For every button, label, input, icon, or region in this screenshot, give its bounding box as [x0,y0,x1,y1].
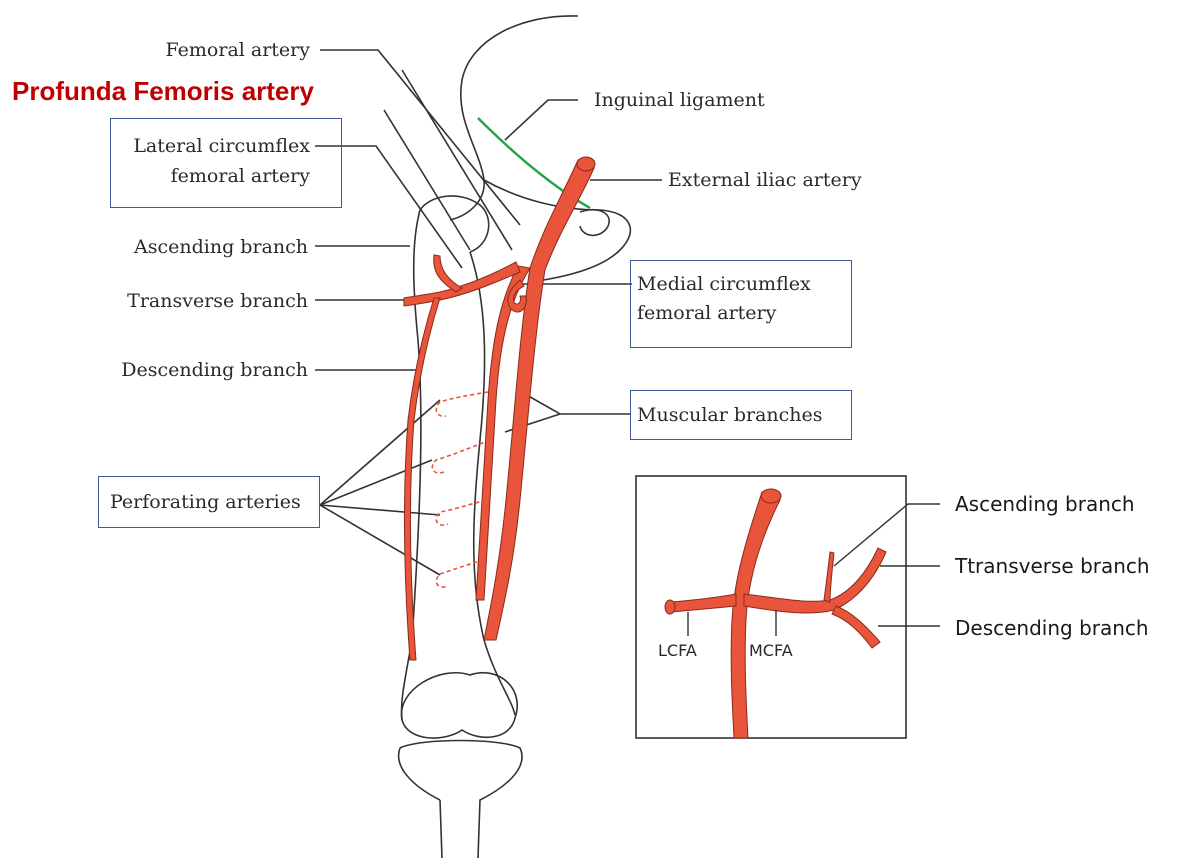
label-ascending-branch: Ascending branch [100,236,308,258]
descending-branch-vessel [404,298,440,660]
pelvis-outline [450,16,578,220]
perforating-loop-2 [432,440,490,473]
label-external-iliac-artery: External iliac artery [668,169,862,191]
label-femoral-artery: Femoral artery [130,39,310,61]
perforating-loop-3 [436,500,486,525]
label-lateral-circumflex-line2: femoral artery [110,165,310,187]
label-inguinal-ligament: Inguinal ligament [594,89,765,111]
femoral-sheath-line-2 [402,70,512,250]
inset-mcfa-vessel [744,548,886,613]
label-muscular-branches: Muscular branches [637,404,823,426]
knee-condyle-outline [401,673,517,738]
perforating-loop-1 [436,392,488,416]
external-iliac-cut-end [577,157,595,171]
inset-label-mcfa: MCFA [749,640,793,662]
leader-inguinal-ligament [505,100,578,140]
leader-femoral-artery [320,50,520,225]
leader-perforating-3 [320,505,440,515]
inset-main-trunk [731,492,780,738]
leader-perforating-4 [320,505,440,575]
inset-label-lcfa: LCFA [658,640,697,662]
femoral-sheath-line-1 [384,110,470,250]
inset-label-descending-branch: Descending branch [955,617,1149,639]
inset-trunk-cut-end [761,489,781,503]
inset-lcfa-cut-end [665,600,675,614]
inset-label-transverse-branch: Ttransverse branch [955,555,1150,577]
label-perforating-arteries: Perforating arteries [110,491,301,513]
leader-perforating-2 [320,460,432,505]
ascending-branch-vessel [434,255,462,292]
label-descending-branch: Descending branch [90,359,308,381]
label-lateral-circumflex-line1: Lateral circumflex [110,135,310,157]
label-medial-circumflex-line2: femoral artery [637,302,776,324]
lateral-circumflex-box [110,118,342,208]
leader-muscular-1 [518,390,630,414]
inset-leader-ascending [834,504,940,566]
label-transverse-branch: Transverse branch [100,290,308,312]
inset-ascending-vessel [824,552,834,602]
diagram-title: Profunda Femoris artery [12,76,314,107]
inset-lcfa-vessel [672,594,736,612]
lateral-circumflex-vessel [404,262,520,306]
tibia-outline [399,741,522,858]
leader-perforating-1 [320,400,440,505]
inset-descending-vessel [832,606,880,648]
acetabulum-outline [580,210,609,236]
inset-label-ascending-branch: Ascending branch [955,493,1135,515]
label-medial-circumflex-line1: Medial circumflex [637,273,811,295]
